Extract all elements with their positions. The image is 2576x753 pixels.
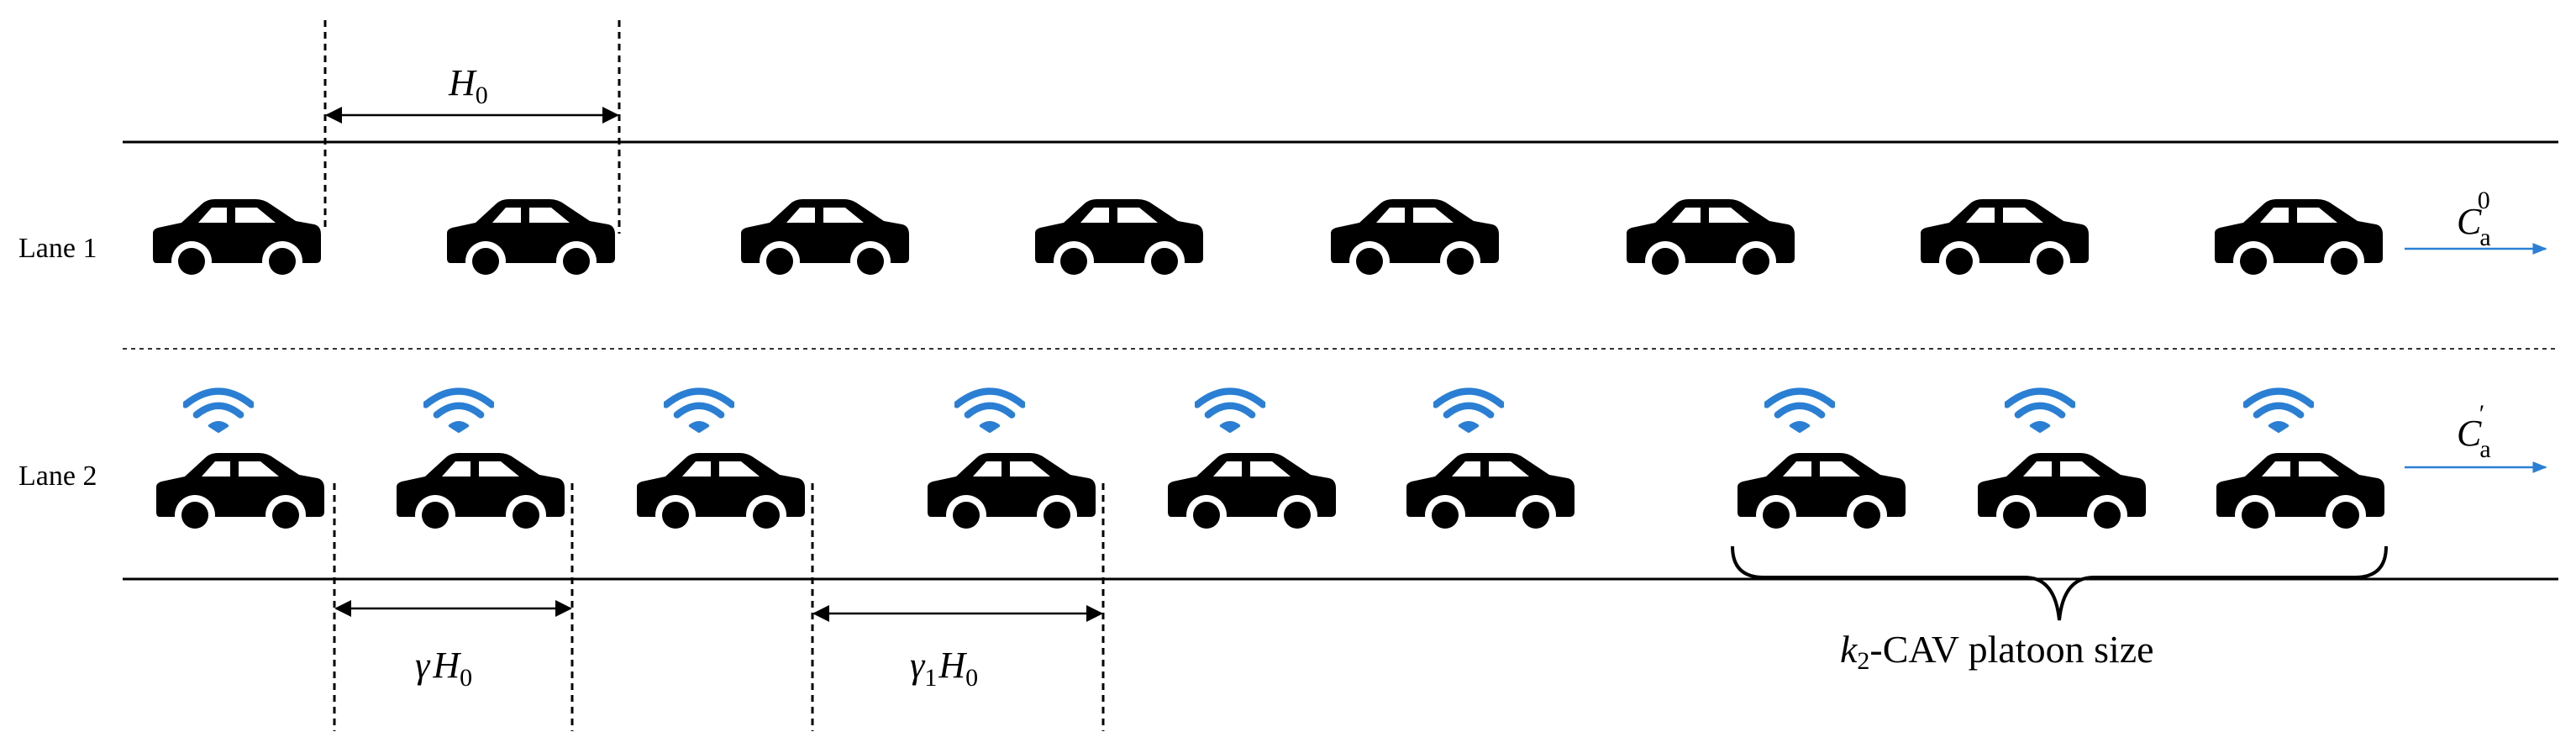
wifi-icon <box>1436 392 1501 432</box>
car-icon <box>1168 453 1336 534</box>
lane-2-capacity-label: Ca′ <box>2457 400 2491 463</box>
platoon-brace <box>1731 545 2388 621</box>
car-icon <box>2215 199 2383 280</box>
car-icon <box>1627 199 1795 280</box>
wifi-icon <box>426 392 492 432</box>
wifi-icon <box>2246 392 2311 432</box>
car-icon <box>153 199 321 280</box>
wifi-icon <box>186 392 251 432</box>
wifi-icon <box>1197 392 1263 432</box>
h0-label: H0 <box>448 62 488 109</box>
wifi-icon <box>957 392 1023 432</box>
car-icon <box>1978 453 2146 534</box>
car-icon <box>397 453 565 534</box>
car-icon <box>447 199 615 280</box>
lane-2-label: Lane 2 <box>18 461 97 492</box>
lane-1-label: Lane 1 <box>18 233 97 264</box>
gamma-h0-label: γH0 <box>415 645 472 692</box>
car-icon <box>2216 453 2384 534</box>
gamma1-h0-label: γ1H0 <box>910 645 978 692</box>
car-icon <box>1331 199 1499 280</box>
lane-1-capacity-label: Ca0 <box>2457 187 2491 251</box>
car-icon <box>1737 453 1906 534</box>
car-icon <box>741 199 909 280</box>
car-icon <box>1921 199 2089 280</box>
wifi-icon <box>666 392 732 432</box>
wifi-icon <box>1767 392 1832 432</box>
car-icon <box>928 453 1096 534</box>
car-icon <box>1035 199 1203 280</box>
car-icon <box>156 453 324 534</box>
wifi-icon <box>2007 392 2073 432</box>
platoon-size-label: k2-CAV platoon size <box>1840 628 2154 675</box>
car-icon <box>1406 453 1575 534</box>
car-icon <box>637 453 805 534</box>
